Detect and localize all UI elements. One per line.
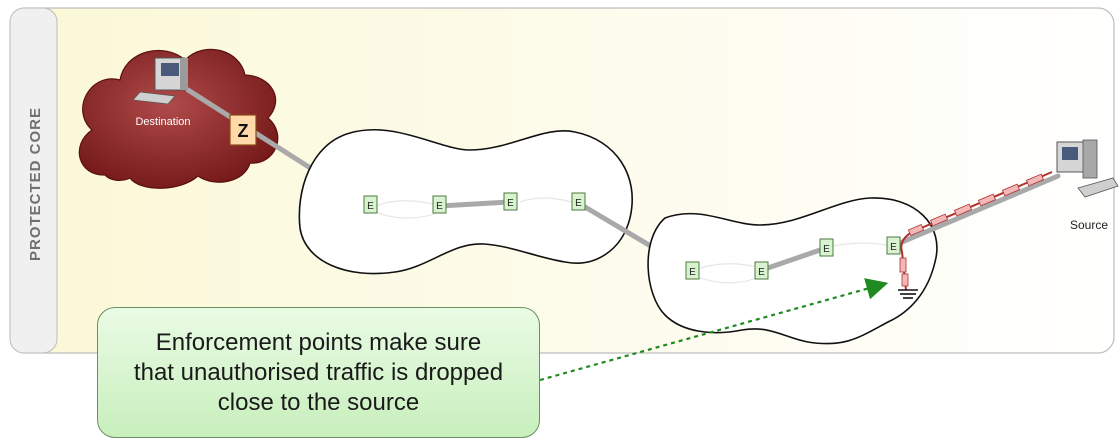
enforcement-point: E bbox=[363, 195, 378, 214]
callout-arrow bbox=[539, 278, 889, 382]
enforcement-point-label: E bbox=[823, 244, 830, 255]
enforcement-point-label: E bbox=[758, 267, 765, 278]
enforcement-point: E bbox=[754, 261, 769, 280]
unauthorised-traffic-path bbox=[898, 171, 1053, 299]
enforcement-point-label: E bbox=[367, 201, 374, 212]
callout-text: Enforcement points make sure that unauth… bbox=[134, 328, 503, 418]
enforcement-point: E bbox=[503, 192, 518, 211]
enforcement-point: E bbox=[571, 192, 586, 211]
network-cloud-2 bbox=[647, 197, 938, 345]
source-label: Source bbox=[1070, 218, 1108, 232]
protected-core-label: PROTECTED CORE bbox=[27, 107, 44, 261]
link-source-e8 bbox=[892, 173, 1061, 248]
enforcement-point-label: E bbox=[689, 267, 696, 278]
destination-label: Destination bbox=[135, 116, 190, 128]
callout-line: close to the source bbox=[217, 388, 420, 416]
enforcement-points: E E E E E E E E bbox=[363, 192, 901, 280]
enforcement-point: E bbox=[685, 261, 700, 280]
enforcement-point-label: E bbox=[890, 242, 897, 253]
enforcement-point-label: E bbox=[507, 198, 514, 209]
source-computer-icon bbox=[1056, 139, 1119, 198]
destination-computer-icon bbox=[132, 57, 188, 105]
enforcement-point-label: E bbox=[575, 198, 582, 209]
destination-cloud bbox=[78, 48, 279, 189]
gate-label: Z bbox=[238, 121, 249, 141]
callout-line: Enforcement points make sure bbox=[155, 328, 482, 356]
enforcement-point-label: E bbox=[436, 201, 443, 212]
network-cloud-1 bbox=[298, 128, 633, 275]
link-e2-e3 bbox=[437, 199, 513, 209]
callout-box: Enforcement points make sure that unauth… bbox=[97, 307, 540, 438]
destination-gate: Z bbox=[229, 114, 257, 146]
callout-line: that unauthorised traffic is dropped bbox=[133, 358, 504, 386]
enforcement-point: E bbox=[886, 236, 901, 255]
enforcement-point: E bbox=[432, 195, 447, 214]
link-e6-e7 bbox=[759, 245, 829, 273]
enforcement-point: E bbox=[819, 238, 834, 257]
